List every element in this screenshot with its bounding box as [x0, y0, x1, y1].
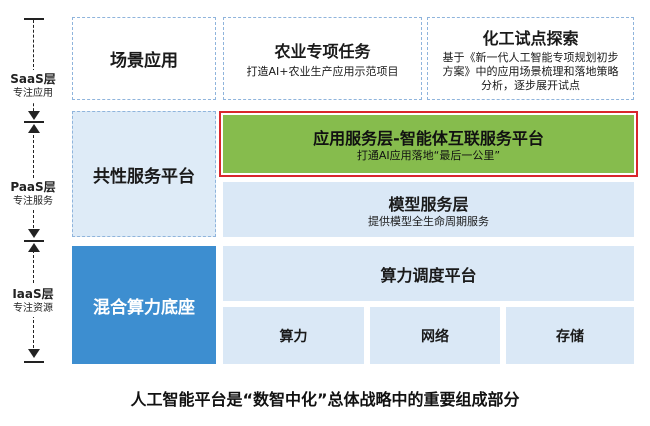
layer-label-paas: PaaS层 专注服务 — [0, 178, 66, 210]
chemical-pilot-box: 化工试点探索 基于《新一代人工智能专项规划初步方案》中的应用场景梳理和落地策略分… — [427, 17, 634, 100]
layer-name: IaaS层 — [12, 287, 54, 301]
footer-caption: 人工智能平台是“数智中化”总体战略中的重要组成部分 — [130, 390, 520, 409]
scene-application-box: 场景应用 — [72, 17, 216, 100]
axis-tick-top — [24, 18, 44, 20]
model-service-layer-desc: 提供模型全生命周期服务 — [368, 214, 489, 228]
common-service-platform-box: 共性服务平台 — [72, 111, 216, 237]
arrow-down-icon — [28, 111, 40, 120]
compute-box: 算力 — [223, 307, 364, 364]
layer-label-iaas: IaaS层 专注资源 — [0, 285, 66, 317]
arrow-down-icon — [28, 349, 40, 358]
axis-tick — [24, 121, 44, 123]
arrow-up-icon — [28, 243, 40, 252]
hybrid-compute-base-box: 混合算力底座 — [72, 246, 216, 364]
model-service-layer-title: 模型服务层 — [388, 194, 469, 214]
agriculture-task-desc: 打造AI+农业生产应用示范项目 — [246, 65, 399, 78]
common-service-platform-label: 共性服务平台 — [93, 166, 195, 187]
network-label: 网络 — [421, 328, 449, 345]
arrow-down-icon — [28, 229, 40, 238]
layer-sub: 专注应用 — [13, 88, 53, 99]
agriculture-task-box: 农业专项任务 打造AI+农业生产应用示范项目 — [223, 17, 422, 100]
scene-application-label: 场景应用 — [110, 51, 178, 71]
layer-name: PaaS层 — [10, 180, 56, 194]
axis-line-saas — [33, 20, 34, 116]
storage-box: 存储 — [506, 307, 634, 364]
app-service-layer-box: 应用服务层-智能体互联服务平台 打通AI应用落地“最后一公里” — [223, 115, 634, 173]
app-service-layer-desc: 打通AI应用落地“最后一公里” — [356, 149, 501, 162]
axis-tick — [24, 240, 44, 242]
compute-scheduler-box: 算力调度平台 — [223, 246, 634, 301]
layer-name: SaaS层 — [10, 72, 56, 86]
arrow-up-icon — [28, 124, 40, 133]
network-box: 网络 — [370, 307, 500, 364]
model-service-layer-box: 模型服务层 提供模型全生命周期服务 — [223, 182, 634, 237]
layer-label-saas: SaaS层 专注应用 — [0, 70, 66, 102]
compute-label: 算力 — [279, 328, 308, 345]
compute-scheduler-label: 算力调度平台 — [380, 265, 477, 285]
app-service-layer-title: 应用服务层-智能体互联服务平台 — [313, 129, 544, 148]
hybrid-compute-base-label: 混合算力底座 — [93, 297, 195, 318]
chemical-pilot-title: 化工试点探索 — [482, 28, 579, 48]
highlight-frame: 应用服务层-智能体互联服务平台 打通AI应用落地“最后一公里” — [219, 111, 638, 177]
chemical-pilot-desc: 基于《新一代人工智能专项规划初步方案》中的应用场景梳理和落地策略分析，逐步展开试… — [442, 50, 619, 92]
storage-label: 存储 — [556, 328, 584, 345]
axis-tick-bottom — [24, 361, 44, 363]
layer-sub: 专注服务 — [13, 196, 53, 207]
layer-sub: 专注资源 — [13, 303, 53, 314]
agriculture-task-title: 农业专项任务 — [274, 42, 371, 61]
